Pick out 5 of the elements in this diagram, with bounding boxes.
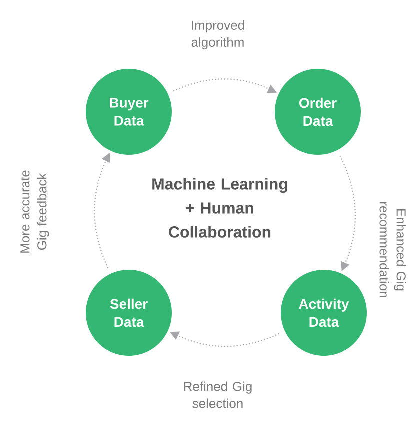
center-title: Machine Learning + Human Collaboration [152, 178, 288, 238]
edge-label: More accurate Gig feedback [20, 170, 50, 253]
edge-label: Improved algorithm [192, 20, 244, 50]
edge-label: Enhanced Gig recommendation [380, 202, 406, 298]
edge-label: Refined Gig selection [184, 382, 252, 408]
